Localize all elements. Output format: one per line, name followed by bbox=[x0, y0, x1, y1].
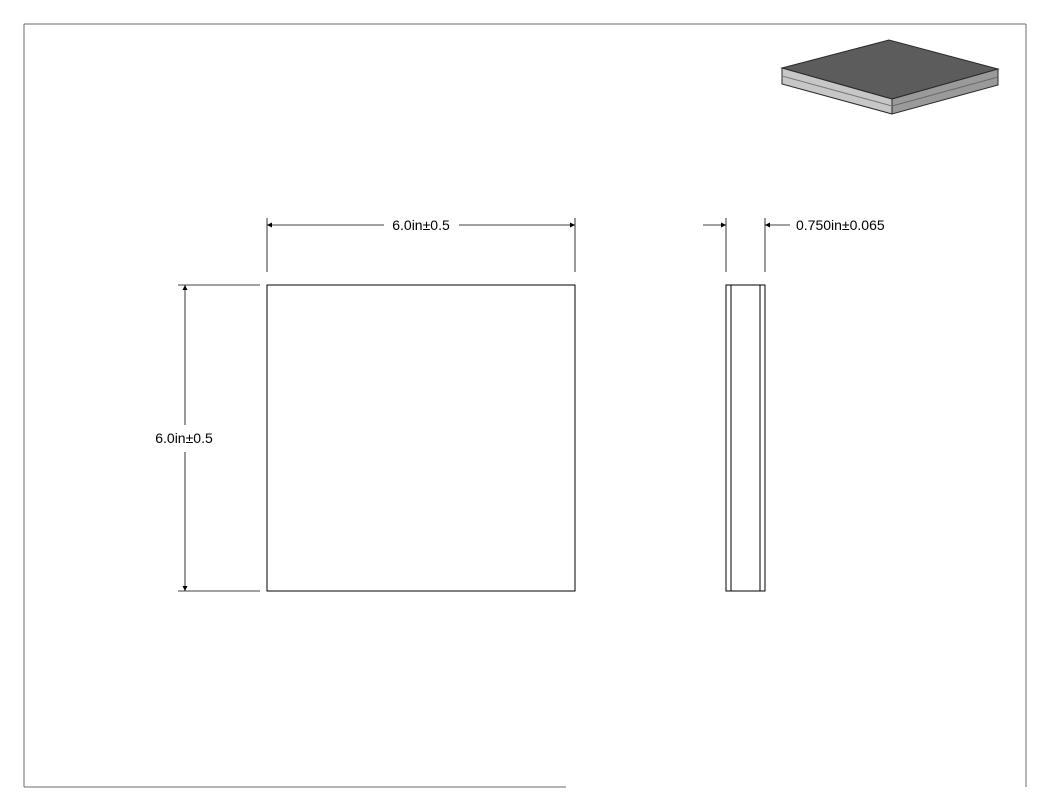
side-view-outline bbox=[725, 284, 766, 592]
iso-right-stripe bbox=[891, 76, 999, 107]
thickness-dimension bbox=[703, 218, 790, 272]
side-view bbox=[725, 284, 766, 592]
front-view-outline bbox=[266, 284, 576, 592]
width-dimension bbox=[266, 218, 576, 272]
iso-left-stripe bbox=[781, 75, 893, 107]
isometric-view bbox=[780, 39, 1000, 115]
sheet-border bbox=[23, 23, 1027, 788]
height-dimension bbox=[178, 284, 260, 592]
thickness-dimension-label: 0.750in±0.065 bbox=[796, 217, 885, 233]
front-view bbox=[266, 284, 576, 592]
height-dimension-label: 6.0in±0.5 bbox=[155, 430, 213, 446]
width-dimension-label: 6.0in±0.5 bbox=[392, 217, 450, 233]
